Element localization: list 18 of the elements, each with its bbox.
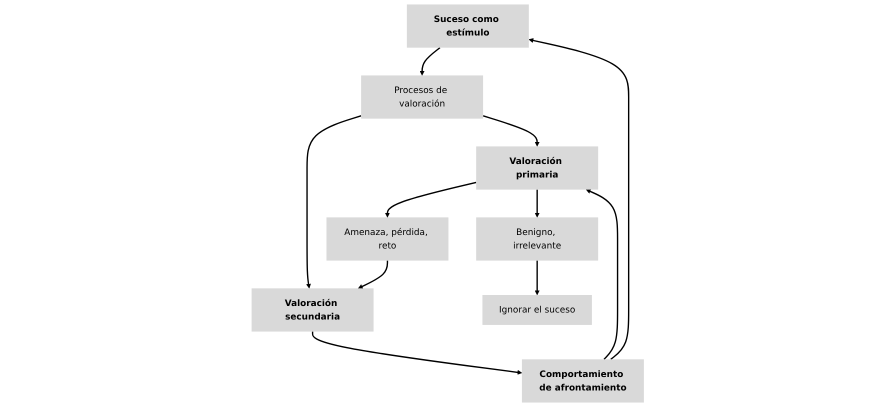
node-box: Benigno, irrelevante xyxy=(476,217,598,261)
node-box: Amenaza, pérdida, reto xyxy=(326,217,449,261)
arrow xyxy=(528,38,630,360)
node-box: Valoración primaria xyxy=(476,146,598,190)
arrow xyxy=(586,189,618,360)
node-box: Valoración secundaria xyxy=(252,288,374,332)
arrow xyxy=(534,190,540,218)
arrow xyxy=(534,260,540,296)
arrow xyxy=(420,47,441,76)
arrow xyxy=(306,115,362,289)
node-box: Ignorar el suceso xyxy=(482,295,592,325)
arrow xyxy=(483,115,540,147)
arrow xyxy=(312,332,522,375)
node-box: Procesos de valoración xyxy=(361,75,484,119)
node-box: Comportamiento de afrontamiento xyxy=(522,359,644,403)
node-box: Suceso como estímulo xyxy=(407,4,530,48)
arrow xyxy=(385,182,477,218)
arrow xyxy=(358,260,388,289)
